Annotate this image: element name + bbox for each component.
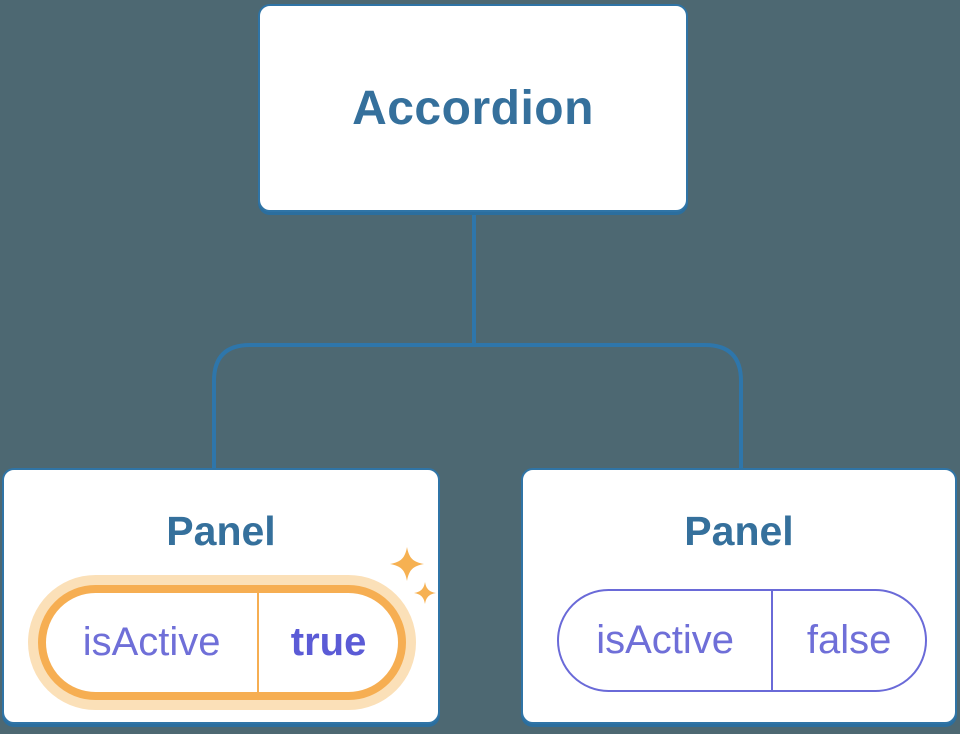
accordion-node: Accordion [258,4,688,212]
state-name-label: isActive [596,618,735,662]
state-value-label: true [257,593,398,692]
panel-node-active: Panel isActive true [2,468,440,724]
accordion-node-label: Accordion [352,81,594,135]
sparkle-small-icon [414,582,436,604]
state-value-label: false [771,591,925,690]
panel-node-label: Panel [684,508,794,554]
state-pill-active: isActive true [38,585,406,700]
panel-node-label: Panel [166,508,276,554]
panel-node-inactive: Panel isActive false [521,468,957,724]
state-name-label: isActive [82,620,221,664]
state-pill-inactive: isActive false [557,589,927,692]
